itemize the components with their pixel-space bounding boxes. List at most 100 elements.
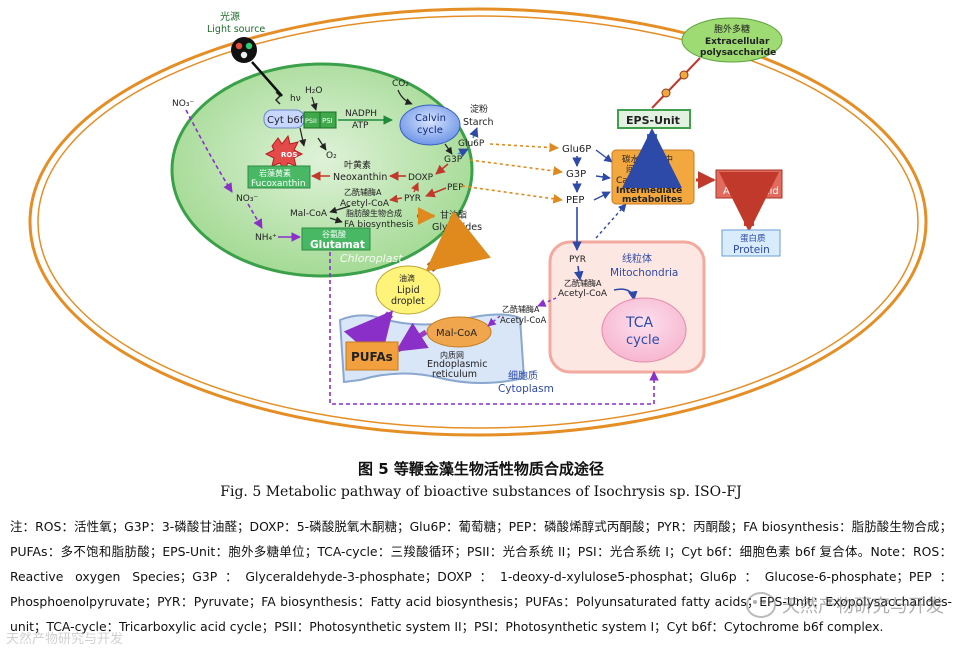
pufas-label: PUFAs <box>351 350 393 364</box>
export-channel-1-icon <box>661 88 671 98</box>
watermark-text: 天然产物研究与开发 <box>782 596 944 617</box>
g3p-in-label: G3P <box>444 155 463 165</box>
eps-export-line <box>651 57 701 109</box>
malcoa-er-label: Mal-CoA <box>436 328 477 339</box>
glutamat-box <box>301 227 371 251</box>
g3p-glu6p-arrow <box>457 148 469 158</box>
psi-box <box>319 111 337 129</box>
wechat-icon <box>746 592 776 618</box>
glutamat-cn: 谷氨酸 <box>322 229 346 239</box>
protein-en: Protein <box>733 244 770 256</box>
fucoxanthin-cn: 岩藻黄素 <box>259 168 291 178</box>
nadph-label: NADPH <box>345 109 377 119</box>
no3-out-label: NO₃⁻ <box>172 99 194 109</box>
neoxanthin-en: Neoxanthin <box>333 172 387 183</box>
export-channel-2-icon <box>679 70 689 80</box>
chloroplast-label: Chloroplast <box>340 252 403 265</box>
cell-outer-membrane <box>28 7 928 437</box>
acetyl-er-arrow <box>487 315 501 327</box>
no3-in-label: NO₃⁻ <box>236 194 258 204</box>
glu6p-transport <box>489 142 559 153</box>
h2o-label: H₂O <box>305 86 322 96</box>
malcoa-pufas-arrow <box>395 322 429 353</box>
mito-carb-arrow <box>595 203 627 239</box>
calvin-cycle <box>399 104 461 146</box>
ros-label: ROS <box>281 151 297 159</box>
g3p-carb-arrow <box>595 172 611 182</box>
figure-caption-en: Fig. 5 Metabolic pathway of bioactive su… <box>220 484 742 500</box>
photon-wave <box>275 91 281 105</box>
glu6p-carb-arrow <box>595 149 613 163</box>
pep-label: PEP <box>566 195 584 206</box>
o2-label: O₂ <box>326 151 337 161</box>
pyr-acetyl-mito-arrow <box>574 265 584 281</box>
light-source-icon <box>231 37 257 63</box>
calvin-g3p-arrow <box>444 143 453 155</box>
nitrogen-loop <box>329 252 659 405</box>
co2-label: CO₂ <box>392 79 409 89</box>
pyr-mito-label: PYR <box>569 255 586 265</box>
acetyl-er-en: Acetyl-CoA <box>500 316 546 326</box>
no3-import-arrow <box>185 109 233 193</box>
pyr-doxp-arrow <box>411 182 419 193</box>
lipid-droplet <box>375 265 441 315</box>
pyr-in-label: PYR <box>404 194 421 204</box>
o2-arrow <box>317 137 327 151</box>
fa-biosynthesis-en: FA biosynthesis <box>344 220 414 230</box>
no3-nh4-arrow <box>247 203 263 229</box>
carb-en-3: metabolites <box>622 195 682 205</box>
malcoa-fa-arrow <box>329 216 343 224</box>
glu6p-in-label: Glu6P <box>458 139 485 149</box>
hv-label: hν <box>290 94 301 104</box>
pufas-box <box>345 341 399 371</box>
psi-label: PSI <box>322 117 333 125</box>
amino-en: Amino acid <box>723 186 779 197</box>
lipid-en-1: Lipid <box>397 285 420 296</box>
lipid-cn: 油滴 <box>399 273 415 283</box>
acetyl-mito-cn: 乙酰辅酶A <box>564 278 602 288</box>
amino-cn: 氨基酸 <box>737 173 763 184</box>
extra-en-1: Extracellular <box>705 37 770 47</box>
pep-in-label: PEP <box>447 183 464 193</box>
extra-en-2: polysaccharide <box>700 48 776 58</box>
pep-pyr-arrow <box>425 187 447 198</box>
starch-en: Starch <box>463 117 494 128</box>
malcoa-in-label: Mal-CoA <box>290 209 328 219</box>
atp-label: ATP <box>352 121 369 131</box>
acetyl-malcoa-arrow <box>329 205 351 214</box>
g3p-label: G3P <box>566 169 586 180</box>
cyt-b6f-label: Cyt b6f <box>267 115 304 126</box>
pep-transport <box>461 185 563 204</box>
carb-en-2: Intermediate <box>616 186 682 196</box>
chloroplast <box>170 62 474 278</box>
watermark: 天然产物研究与开发 <box>746 592 944 618</box>
acetyl-er-cn: 乙酰辅酶A <box>502 304 540 314</box>
acetyl-in-en: Acetyl-CoA <box>340 199 390 209</box>
light-source-cn: 光源 <box>220 10 240 23</box>
cytoplasm-cn: 细胞质 <box>508 369 538 382</box>
pep-carb-arrow <box>593 191 611 201</box>
water-arrow <box>310 96 318 111</box>
acetyl-mito-en: Acetyl-CoA <box>558 289 608 299</box>
fucoxanthin-en: Fucoxanthin <box>251 179 306 189</box>
glutamat-en: Glutamat <box>310 239 365 251</box>
mitochondria-cn: 线粒体 <box>622 252 652 265</box>
cytoplasm-en: Cytoplasm <box>498 383 554 395</box>
carb-cn-1: 碳水化合物中 <box>622 154 673 165</box>
psii-label: PSII <box>305 117 317 125</box>
glycerides-cn: 甘油酯 <box>440 209 467 221</box>
fucoxanthin-box <box>247 165 311 189</box>
er-en-2: reticulum <box>432 369 477 380</box>
glu6p-starch-arrow <box>469 127 479 139</box>
ros-arrow <box>299 127 307 147</box>
tca-label-1: TCA <box>625 315 654 331</box>
eps-unit-box <box>617 109 691 129</box>
g3p-transport <box>469 159 563 176</box>
cell-inner-membrane <box>37 15 919 429</box>
glycerides-lipid-arrow <box>425 210 491 272</box>
tca-cycle <box>601 297 687 363</box>
g3p-doxp-arrow <box>435 163 449 175</box>
light-source-en: Light source <box>207 24 265 35</box>
glycerides-en: Glycerides <box>432 222 482 233</box>
pyr-acetyl-arrow <box>389 194 403 203</box>
